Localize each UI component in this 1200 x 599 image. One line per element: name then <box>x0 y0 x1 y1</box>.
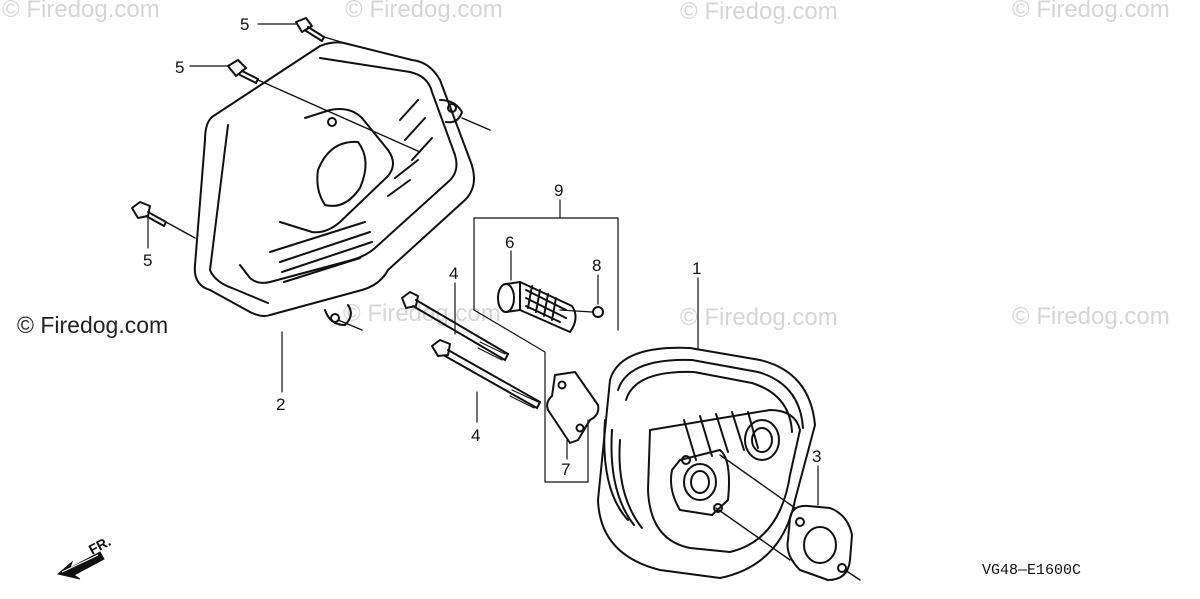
diagram-code: VG48—E1600C <box>982 562 1082 579</box>
arrester-screw <box>559 274 604 318</box>
callout-long-bolt-upper: 4 <box>449 264 458 283</box>
callout-arrester: 6 <box>505 233 514 252</box>
callout-muffler: 1 <box>692 259 701 278</box>
watermark-top-3: © Firedog.com <box>680 0 838 25</box>
callout-gasket: 3 <box>812 447 821 466</box>
callout-long-bolt-lower: 4 <box>471 426 480 445</box>
long-bolt-upper <box>401 282 509 361</box>
watermark-mid-3: © Firedog.com <box>1012 303 1170 330</box>
cover-bolt-left <box>131 201 167 227</box>
long-bolt-lower <box>431 339 541 423</box>
callout-bolt-left: 5 <box>143 251 152 270</box>
callout-bolt-mid: 5 <box>175 58 184 77</box>
front-label: FR. <box>86 533 113 558</box>
watermark-top-1: © Firedog.com <box>2 0 160 23</box>
callout-plate-gasket: 7 <box>561 460 570 479</box>
muffler-body <box>597 277 816 579</box>
callout-assembly: 9 <box>554 181 563 200</box>
plate-gasket <box>546 371 600 460</box>
watermark-top-4: © Firedog.com <box>1012 0 1170 23</box>
callout-bolt-top: 5 <box>240 15 249 34</box>
watermark-main: © Firedog.com <box>17 312 169 338</box>
callout-screw: 8 <box>592 256 601 275</box>
cover-bolt-top <box>295 17 325 42</box>
front-direction-arrow: FR. <box>56 533 113 580</box>
watermark-mid-2: © Firedog.com <box>680 304 838 331</box>
muffler-gasket <box>786 465 853 581</box>
muffler-cover <box>193 41 475 326</box>
cover-bolt-mid <box>227 59 259 84</box>
spark-arrester <box>497 250 577 333</box>
callout-cover: 2 <box>276 395 285 414</box>
watermark-top-2: © Firedog.com <box>345 0 503 23</box>
